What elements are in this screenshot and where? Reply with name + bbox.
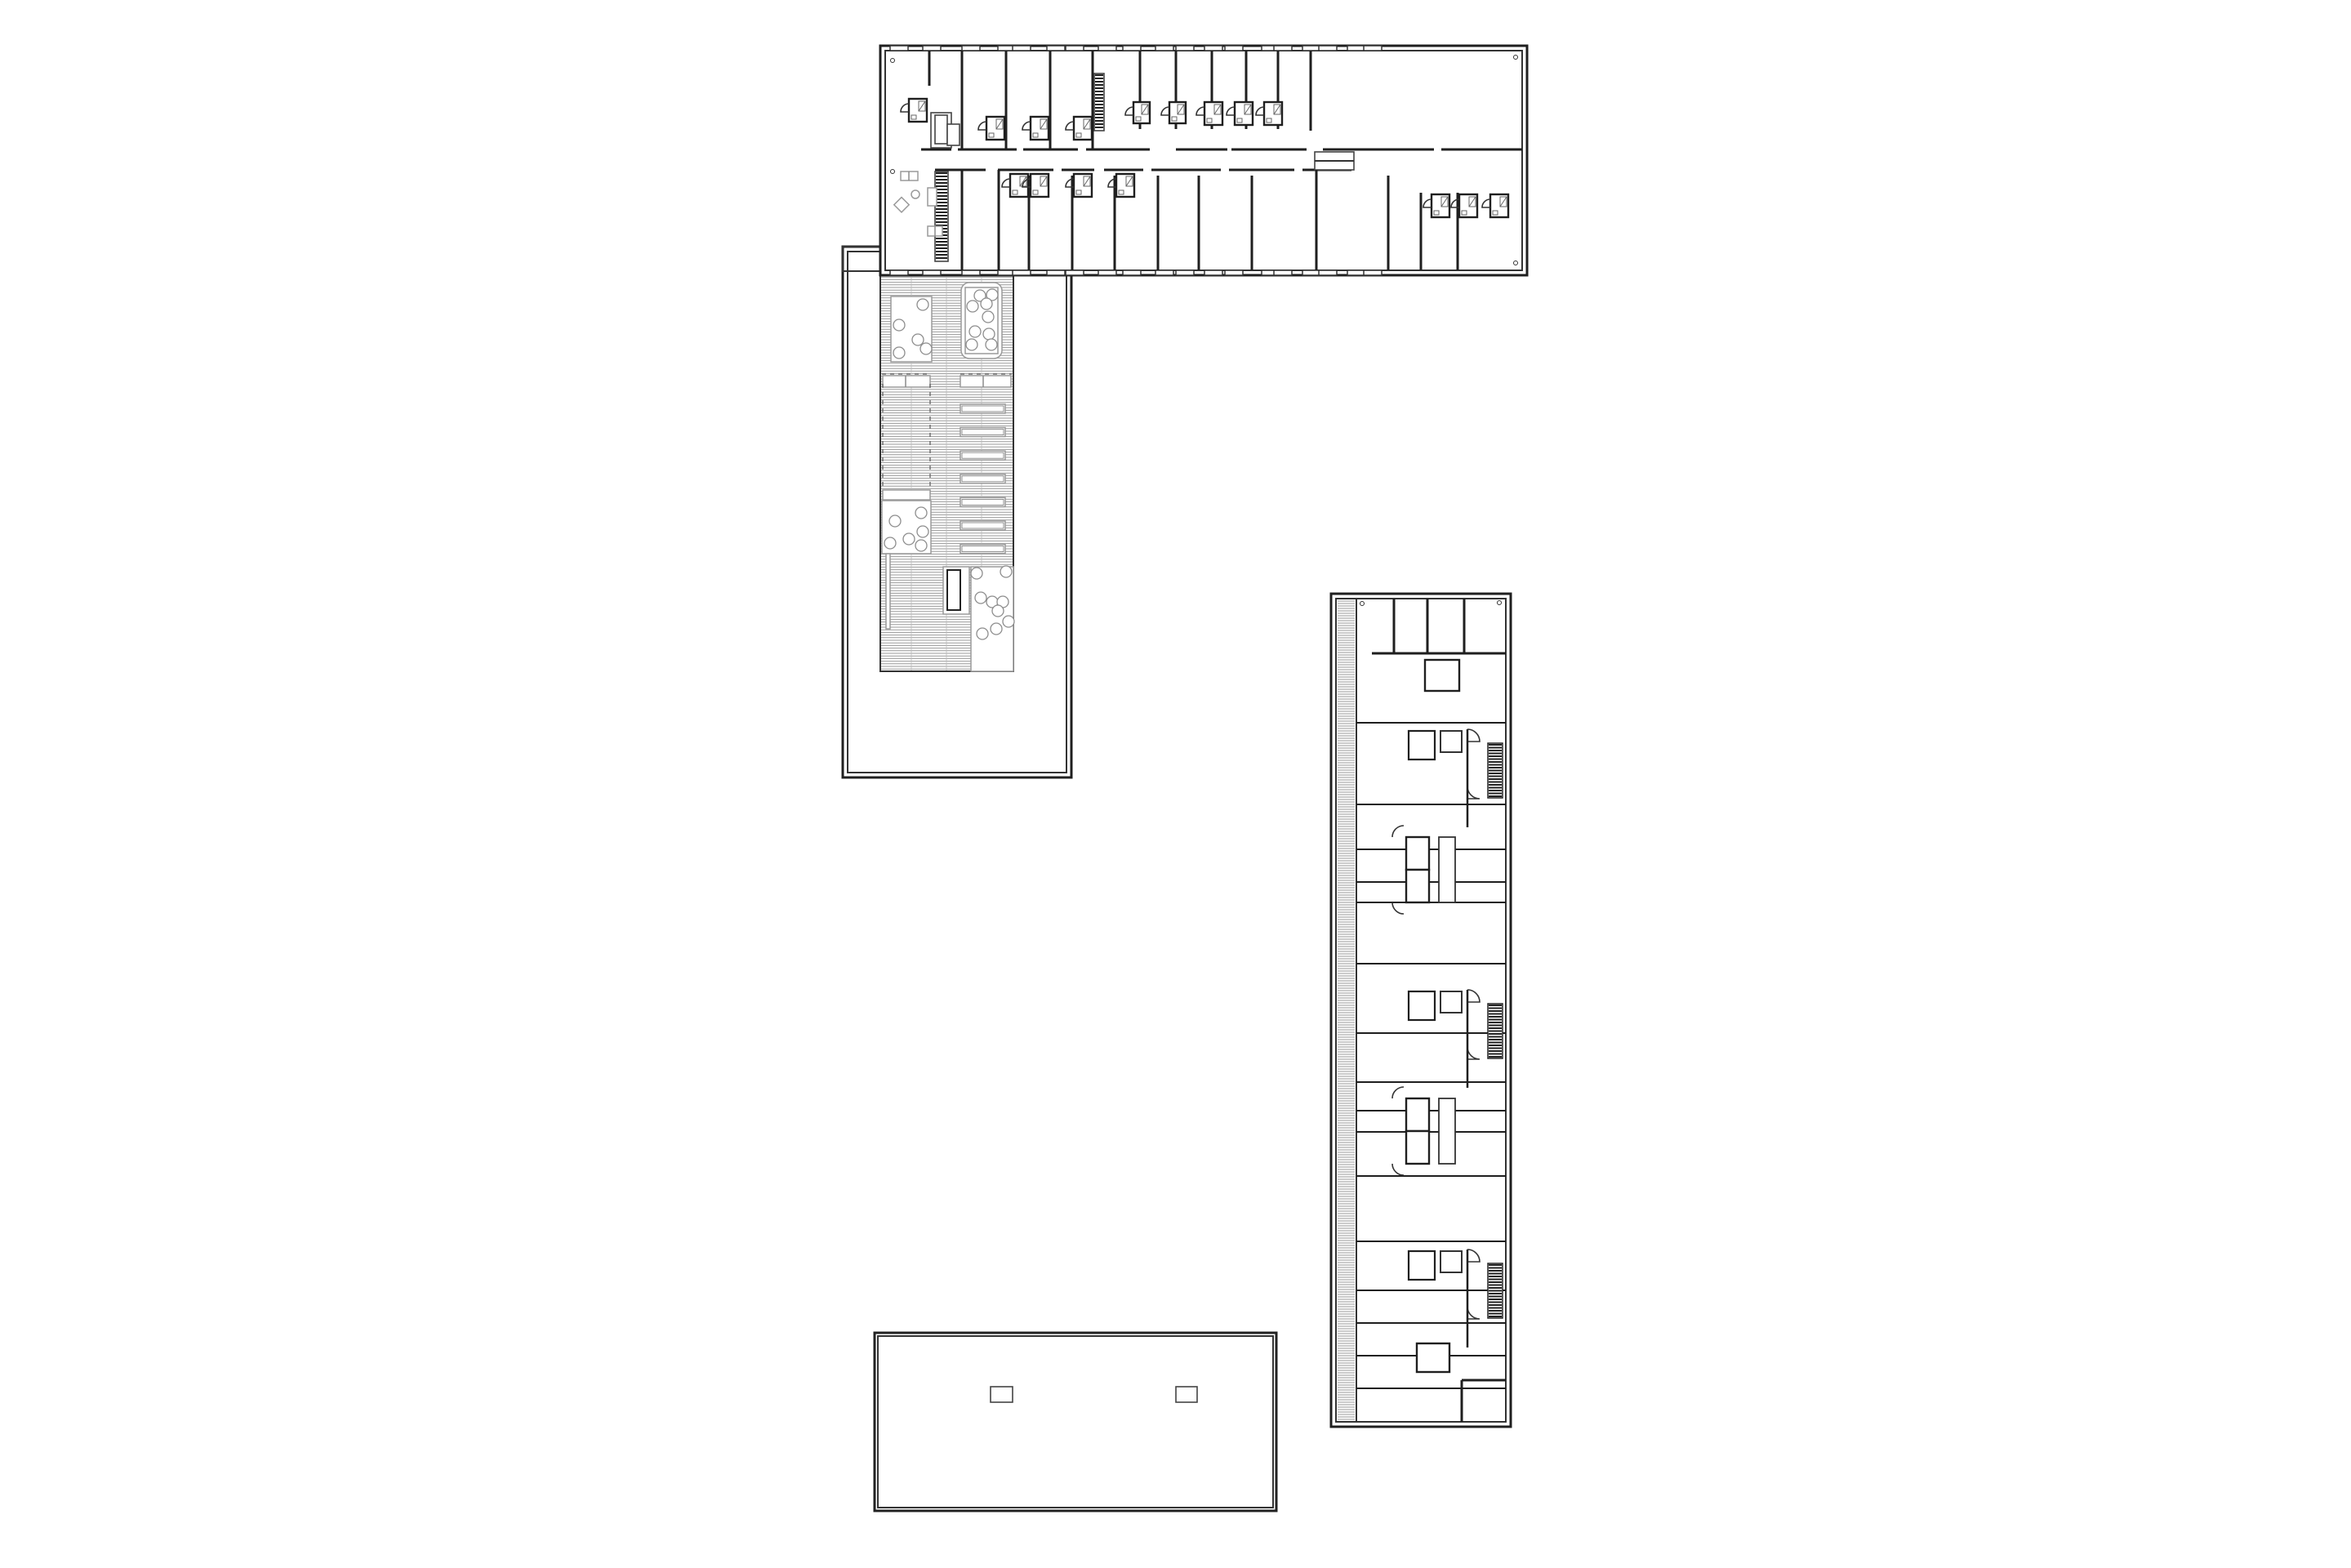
lift-core (930, 112, 960, 149)
corridor (921, 148, 1522, 172)
label-terrace: Roof terrace (898, 782, 961, 795)
south-row-partitions (960, 170, 1459, 270)
planter-northeast (960, 282, 1003, 359)
north-row-partitions (928, 51, 1312, 149)
terrace-rooflights (960, 403, 1006, 555)
east-wing (1329, 592, 1512, 1428)
staircase-north (1093, 73, 1105, 131)
roof-terrace-wing (841, 245, 1073, 779)
label-south-block: South block (1021, 1517, 1081, 1530)
terrace-south-area (885, 553, 1015, 672)
lounge-furniture (890, 55, 1518, 265)
pergola-bays (882, 373, 1012, 501)
south-block (873, 1331, 1278, 1512)
roof-hatch-west (990, 1386, 1013, 1403)
roof-hatch-east (1175, 1386, 1198, 1403)
label-east-wing: East wing (1388, 1431, 1438, 1444)
north-wing (879, 44, 1529, 277)
planter-northwest (890, 296, 933, 363)
label-north-wing: North wing (1200, 30, 1255, 43)
staircase-west (934, 171, 949, 262)
planter-west (881, 500, 932, 555)
